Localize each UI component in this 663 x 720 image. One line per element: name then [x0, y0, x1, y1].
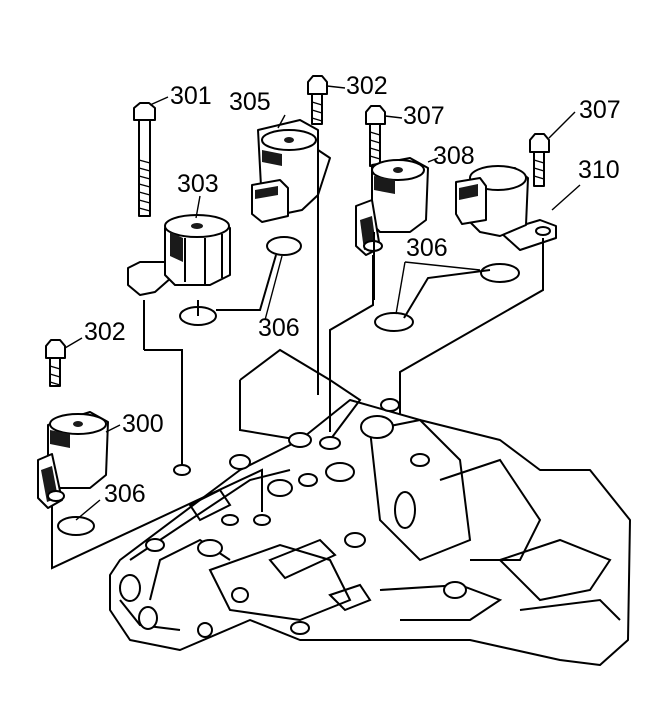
bolt-301	[133, 102, 156, 217]
solenoid-305	[251, 119, 331, 256]
bolt-307-center	[365, 105, 386, 167]
callout-307-right: 307	[579, 96, 621, 124]
callout-305: 305	[229, 88, 271, 116]
callout-labels: 301 305 302 307 307 303 308 310 306 306 …	[84, 72, 621, 508]
solenoid-303	[127, 214, 231, 326]
callout-300: 300	[122, 410, 164, 438]
callout-306-right: 306	[406, 234, 448, 262]
callout-306-left: 306	[104, 480, 146, 508]
alignment-lines	[51, 130, 544, 570]
bolt-307-right	[529, 133, 550, 187]
callout-301: 301	[170, 82, 212, 110]
solenoid-308	[355, 157, 429, 332]
valve-body	[109, 348, 631, 666]
bolt-302-left	[45, 339, 66, 387]
callout-310: 310	[578, 156, 620, 184]
callout-308: 308	[433, 142, 475, 170]
callout-302-top: 302	[346, 72, 388, 100]
leader-lines	[64, 85, 581, 521]
solenoid-300	[37, 411, 109, 536]
callout-302-left: 302	[84, 318, 126, 346]
bolt-302-top	[307, 75, 328, 125]
callout-306-upper: 306	[258, 314, 300, 342]
callout-303: 303	[177, 170, 219, 198]
callout-307-center: 307	[403, 102, 445, 130]
